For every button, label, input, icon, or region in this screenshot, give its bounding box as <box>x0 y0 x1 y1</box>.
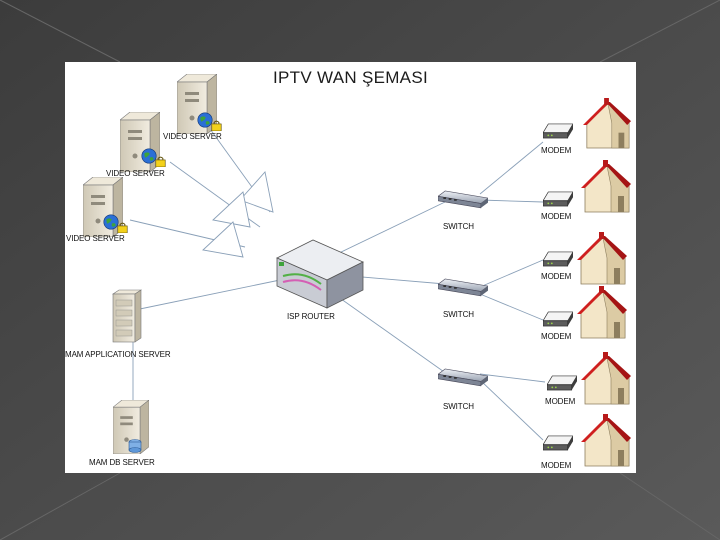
router-label: ISP ROUTER <box>287 312 335 321</box>
isp-router <box>276 239 364 309</box>
modem-5 <box>547 375 577 391</box>
modem-6-label: MODEM <box>541 461 572 470</box>
modem-4-label: MODEM <box>541 332 572 341</box>
wireless-links <box>202 171 274 258</box>
mam-db-label: MAM DB SERVER <box>89 458 155 467</box>
mam-application-server <box>112 289 142 343</box>
house-6 <box>581 414 631 467</box>
diagram-graphics <box>83 74 631 467</box>
network-diagram: IPTV WAN ŞEMASI VIDEO SERVER VIDEO SERVE… <box>65 62 636 473</box>
switch-1-label: SWITCH <box>443 222 474 231</box>
modem-1 <box>543 123 573 139</box>
diagram-title: IPTV WAN ŞEMASI <box>272 68 428 87</box>
modem-3 <box>543 251 573 267</box>
switch-3 <box>438 368 488 387</box>
video-server-3-label: VIDEO SERVER <box>66 234 125 243</box>
mam-db-server <box>113 400 149 454</box>
modem-6 <box>543 435 573 451</box>
modem-2-label: MODEM <box>541 212 572 221</box>
modem-3-label: MODEM <box>541 272 572 281</box>
modem-2 <box>543 191 573 207</box>
switch-2-label: SWITCH <box>443 310 474 319</box>
video-server-1-label: VIDEO SERVER <box>163 132 222 141</box>
video-server-2 <box>120 112 166 172</box>
modem-5-label: MODEM <box>545 397 576 406</box>
video-server-2-label: VIDEO SERVER <box>106 169 165 178</box>
switch-2 <box>438 278 488 297</box>
mam-app-label: MAM APPLICATION SERVER <box>65 350 171 359</box>
video-server-3 <box>83 177 128 237</box>
switch-3-label: SWITCH <box>443 402 474 411</box>
house-3 <box>577 232 627 285</box>
modem-4 <box>543 311 573 327</box>
house-1 <box>583 98 631 149</box>
house-2 <box>581 160 631 213</box>
house-4 <box>577 286 627 339</box>
modem-1-label: MODEM <box>541 146 572 155</box>
house-5 <box>581 352 631 405</box>
